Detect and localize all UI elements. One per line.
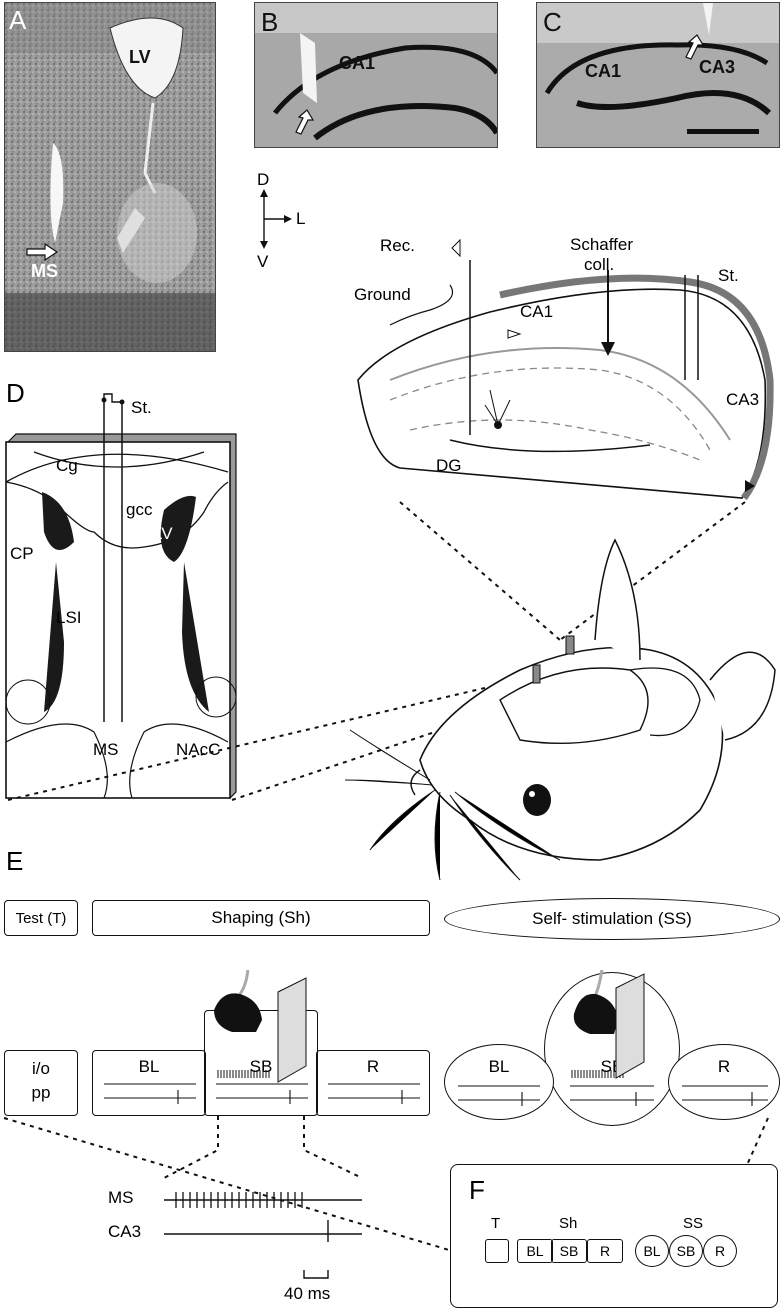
box-sh-r-label: R xyxy=(366,1057,380,1076)
hippo-label-rec: Rec. xyxy=(380,236,415,255)
box-io-label: i/o xyxy=(32,1059,50,1078)
hippo-label-schaffer: Schaffer xyxy=(570,235,634,254)
box-io-pp: i/o pp xyxy=(4,1050,78,1116)
label-c-ca1: CA1 xyxy=(585,61,622,81)
trace-scale-label: 40 ms xyxy=(284,1284,331,1303)
hippo-label-st: St. xyxy=(718,266,739,285)
septum-label-lv: LV xyxy=(153,524,173,543)
label-b-ca1: CA1 xyxy=(339,53,376,73)
photo-panel-c: C CA1 CA3 xyxy=(536,2,780,148)
ellipse-ss-bl-label: BL xyxy=(488,1057,510,1076)
box-sh-bl: BL xyxy=(92,1050,206,1116)
box-self-stimulation-label: Self- stimulation (SS) xyxy=(532,909,692,928)
summary-circle-bl: BL xyxy=(635,1235,669,1267)
hippocampus-schematic xyxy=(357,238,774,501)
hippocampus-histology-image-b xyxy=(255,3,497,147)
box-self-stimulation: Self- stimulation (SS) xyxy=(444,898,780,940)
label-ms: MS xyxy=(31,261,58,281)
photo-panel-b: B CA1 xyxy=(254,2,498,148)
summary-box-t xyxy=(485,1239,509,1263)
septum-label-nacc: NAcC xyxy=(176,740,221,759)
septum-label-cg: Cg xyxy=(56,456,78,475)
summary-circle-r-label: R xyxy=(714,1243,726,1259)
hippocampus-histology-image-c xyxy=(537,3,779,147)
summary-label-t: T xyxy=(491,1215,501,1232)
panel-letter-f: F xyxy=(469,1175,485,1205)
summary-box-sb-label: SB xyxy=(559,1243,579,1259)
ellipse-ss-bl: BL xyxy=(444,1044,554,1120)
box-sh-sb: SB xyxy=(204,1010,318,1116)
summary-circle-sb: SB xyxy=(669,1235,703,1267)
axis-ventral: V xyxy=(257,252,269,271)
septum-label-lsi: LSI xyxy=(56,608,82,627)
septum-label-st: St. xyxy=(131,398,152,417)
burst-ss xyxy=(571,1070,624,1078)
burst-sh xyxy=(217,1070,270,1078)
summary-circle-r: R xyxy=(703,1235,737,1267)
septum-schematic xyxy=(5,393,237,799)
panel-letter-e: E xyxy=(6,846,24,876)
summary-circle-bl-label: BL xyxy=(643,1243,661,1259)
trace-label-ms: MS xyxy=(108,1188,134,1207)
arrow-c-icon xyxy=(685,34,705,60)
arrow-ms-icon xyxy=(26,243,59,261)
box-pp-label: pp xyxy=(31,1083,51,1102)
rat-head-drawing xyxy=(7,501,776,881)
axis-dorsal: D xyxy=(257,170,270,189)
label-lv: LV xyxy=(129,47,151,67)
hippo-label-ground: Ground xyxy=(354,285,411,304)
label-c-ca3: CA3 xyxy=(699,57,736,77)
arrow-b-icon xyxy=(295,109,315,135)
septum-label-gcc: gcc xyxy=(126,500,153,519)
summary-box-r: R xyxy=(587,1239,623,1263)
box-shaping-label: Shaping (Sh) xyxy=(211,908,311,927)
panel-letter-d: D xyxy=(6,378,25,408)
panel-f-box: F T Sh SS BL SB R BL SB R xyxy=(450,1164,778,1308)
box-sh-bl-label: BL xyxy=(138,1057,160,1076)
box-sh-r: R xyxy=(316,1050,430,1116)
summary-label-ss: SS xyxy=(683,1215,704,1232)
septum-label-ms: MS xyxy=(93,740,119,759)
hippo-label-coll: coll. xyxy=(584,255,615,274)
summary-box-sb: SB xyxy=(551,1239,587,1263)
panel-letter-a: A xyxy=(9,5,27,35)
box-test: Test (T) xyxy=(4,900,78,936)
ellipse-ss-r: R xyxy=(668,1044,780,1120)
trace-label-ca3: CA3 xyxy=(108,1222,142,1241)
ellipse-ss-r-label: R xyxy=(717,1057,731,1076)
protocol-traces xyxy=(3,970,769,1279)
orientation-axes xyxy=(260,189,292,249)
summary-box-bl: BL xyxy=(517,1239,553,1263)
photo-panel-a: A LV MS xyxy=(4,2,216,352)
hippo-label-ca1: CA1 xyxy=(520,302,554,321)
hippo-label-ca3: CA3 xyxy=(726,390,760,409)
box-shaping: Shaping (Sh) xyxy=(92,900,430,936)
summary-box-bl-label: BL xyxy=(526,1243,544,1259)
septum-label-cp: CP xyxy=(10,544,34,563)
septum-histology-image xyxy=(5,3,215,351)
summary-label-sh: Sh xyxy=(559,1215,578,1232)
panel-letter-c: C xyxy=(543,7,562,37)
summary-box-r-label: R xyxy=(599,1243,611,1259)
panel-letter-b: B xyxy=(261,7,279,37)
hippo-label-dg: DG xyxy=(436,456,462,475)
axis-lateral: L xyxy=(296,209,306,228)
summary-circle-sb-label: SB xyxy=(676,1243,696,1259)
box-test-label: Test (T) xyxy=(15,909,67,927)
box-sh-sb-label: SB xyxy=(249,1057,273,1076)
